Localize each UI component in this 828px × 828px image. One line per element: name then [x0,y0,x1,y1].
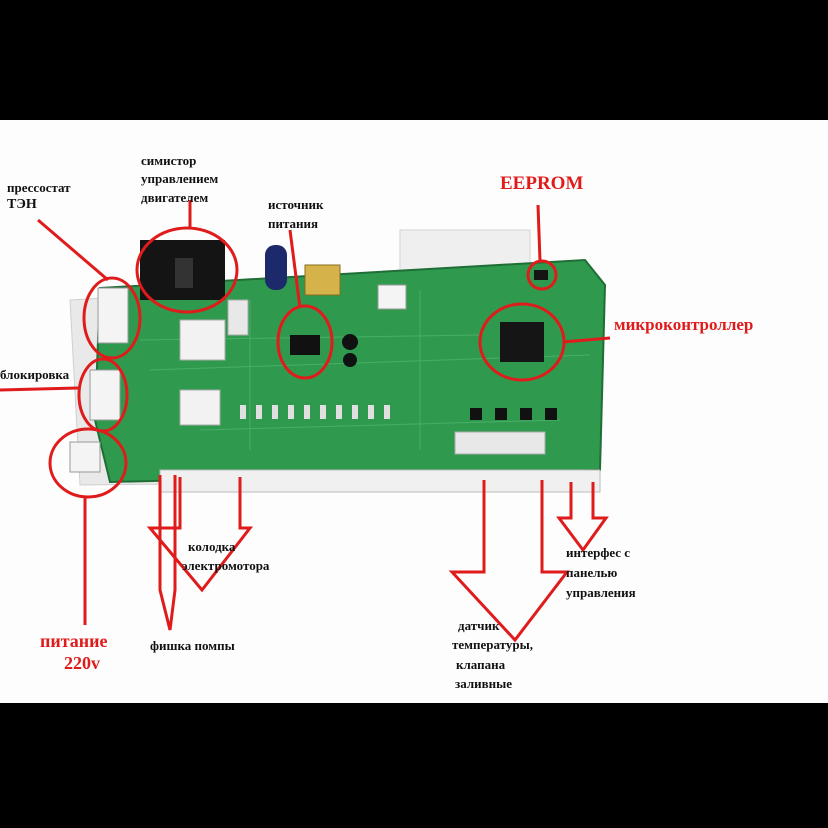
power-connector [69,441,101,473]
label-ten: ТЭН [7,197,37,212]
photo-canvas: прессостат ТЭН симистор управлением двиг… [0,120,828,703]
lock-connector [89,369,121,421]
pcb-photo [0,200,611,643]
pressostat-circle [82,276,142,360]
power-ic [290,335,320,355]
eeprom-circle [526,259,558,291]
label-power-1: питание [40,631,108,651]
pressostat-connector [97,287,129,344]
label-triac-3: двигателем [141,190,209,205]
label-sensor-3: клапана [456,657,506,672]
label-pressostat: прессостат [7,180,71,195]
label-sensor-2: температуры, [452,637,534,652]
capacitor [265,245,287,290]
label-motor-1: колодка [188,539,236,554]
label-source-1: источник [268,197,324,212]
transformer [304,264,341,296]
label-sensor-4: заливные [455,676,513,691]
label-iface-3: управления [566,585,636,600]
label-mcu: микроконтроллер [614,315,754,334]
label-triac-2: управлением [141,171,219,186]
relay [179,389,221,426]
label-iface-1: интерфес с [566,545,631,560]
power-source-circle [276,304,334,380]
annotation-layer [0,200,611,643]
eeprom-chip [534,270,548,280]
label-motor-2: электромотора [182,558,270,573]
label-eeprom: EEPROM [500,173,584,194]
label-iface-2: панелью [566,565,618,580]
power-circle [48,427,128,499]
label-source-2: питания [268,216,319,231]
label-pump: фишка помпы [150,638,235,653]
plastic-clip [399,229,531,271]
triac-circle [135,226,239,314]
label-sensor-1: датчик [458,618,500,633]
microcontroller-chip [500,322,544,362]
label-triac-1: симистор [141,153,197,168]
label-power-2: 220v [64,653,100,673]
label-blocking: блокировка [0,367,70,382]
relay [179,319,226,361]
